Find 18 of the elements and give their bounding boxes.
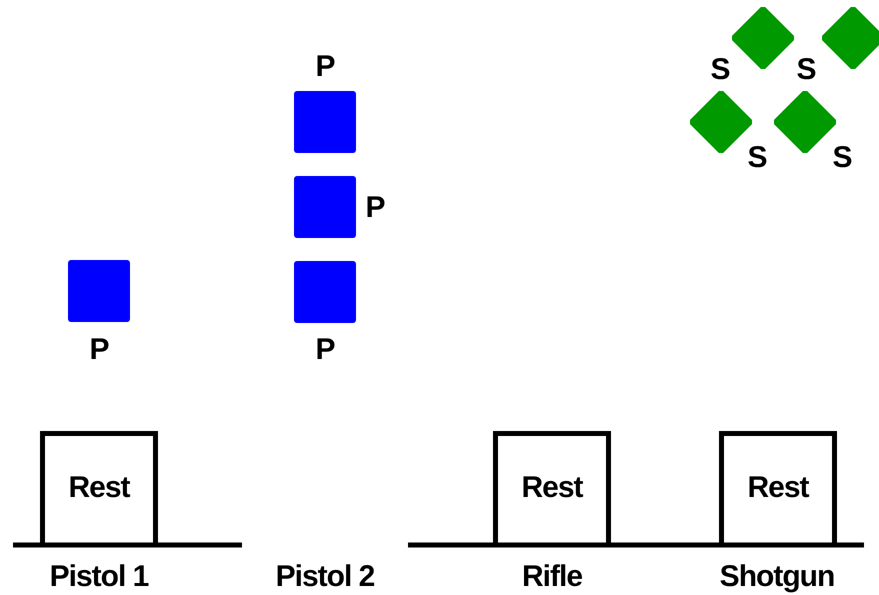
station-label: Rifle: [522, 560, 582, 594]
target-letter: S: [710, 53, 730, 87]
station-label: Pistol 2: [276, 560, 374, 594]
target-square: [68, 260, 130, 322]
target-square: [294, 261, 356, 323]
target-letter: P: [366, 191, 384, 225]
target-square: [294, 91, 356, 153]
target-letter: P: [90, 333, 108, 367]
station-label: Shotgun: [720, 560, 834, 594]
target-square: [294, 176, 356, 238]
target-letter: P: [316, 50, 334, 84]
target-letter: P: [316, 333, 334, 367]
target-diamond: [822, 7, 879, 69]
station-label: Pistol 1: [50, 560, 148, 594]
target-letter: S: [796, 53, 816, 87]
target-diamond: [732, 7, 794, 69]
target-letter: S: [832, 141, 852, 175]
target-letter: S: [748, 141, 766, 175]
